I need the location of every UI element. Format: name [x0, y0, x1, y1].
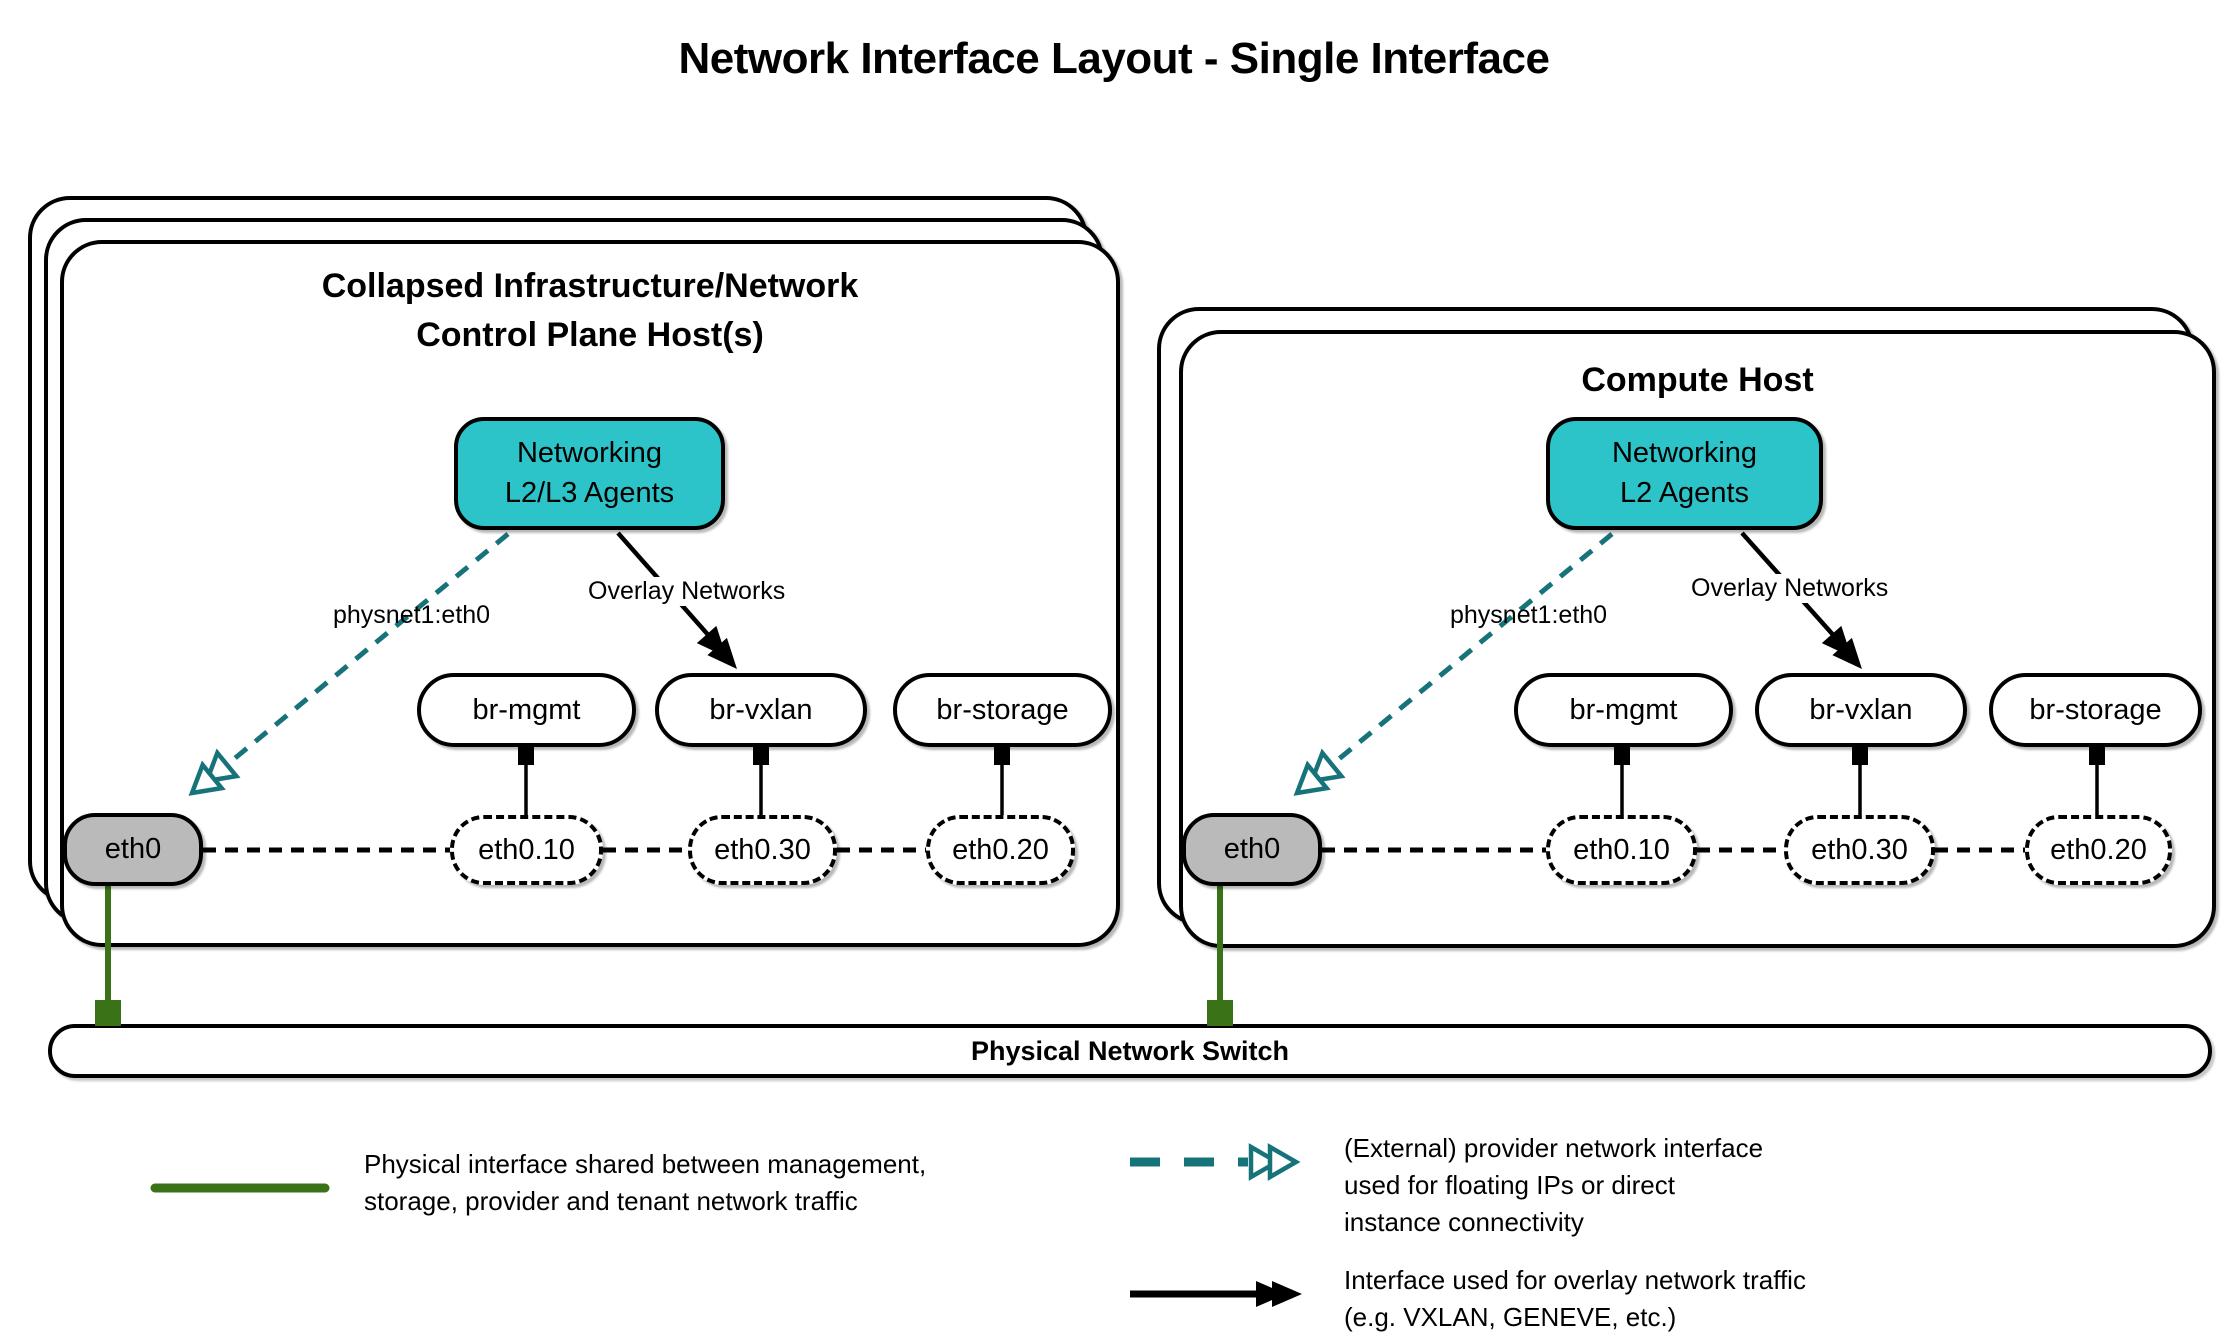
right-networking-agents-node: Networking L2 Agents [1546, 417, 1823, 530]
left-networking-agents-node: Networking L2/L3 Agents [454, 417, 725, 530]
right-host-title: Compute Host [1581, 361, 1814, 399]
right-bridge-br-storage: br-storage [1989, 673, 2202, 747]
diagram-title: Network Interface Layout - Single Interf… [678, 34, 1550, 83]
legend-physical-text: Physical interface shared between manage… [364, 1149, 927, 1216]
right-vlan-eth0-30: eth0.30 [1784, 815, 1935, 885]
legend-overlay-text: Interface used for overlay network traff… [1344, 1265, 1806, 1332]
right-overlay-arrow-label: Overlay Networks [1685, 574, 1895, 603]
right-vlan-eth0-20: eth0.20 [2025, 815, 2172, 885]
legend-provider-text: (External) provider network interface us… [1344, 1133, 1764, 1237]
left-provider-arrow-label: physnet1:eth0 [333, 601, 491, 629]
right-bridge-br-mgmt: br-mgmt [1514, 673, 1733, 747]
right-provider-arrow-label: physnet1:eth0 [1450, 601, 1608, 629]
left-bridge-br-storage: br-storage [893, 673, 1112, 747]
right-eth0-node: eth0 [1182, 813, 1322, 886]
right-bridge-br-vxlan: br-vxlan [1755, 673, 1967, 747]
left-overlay-arrow-label: Overlay Networks [582, 577, 792, 606]
right-vlan-eth0-10: eth0.10 [1546, 815, 1697, 885]
legend-provider-arrow-swatch [1130, 1143, 1301, 1181]
left-bridge-br-mgmt: br-mgmt [417, 673, 636, 747]
left-vlan-eth0-20: eth0.20 [926, 815, 1075, 885]
switch-label: Physical Network Switch [970, 1035, 1290, 1066]
left-host-title: Collapsed Infrastructure/Network Control… [321, 267, 859, 355]
physical-network-switch: Physical Network Switch [48, 1024, 2212, 1078]
left-eth0-node: eth0 [63, 813, 203, 886]
left-vlan-eth0-10: eth0.10 [450, 815, 603, 885]
left-bridge-br-vxlan: br-vxlan [655, 673, 867, 747]
legend-overlay-arrow-swatch [1130, 1281, 1302, 1307]
right-uplink-plug [1207, 1000, 1233, 1026]
left-uplink-plug [95, 1000, 121, 1026]
left-vlan-eth0-30: eth0.30 [688, 815, 837, 885]
